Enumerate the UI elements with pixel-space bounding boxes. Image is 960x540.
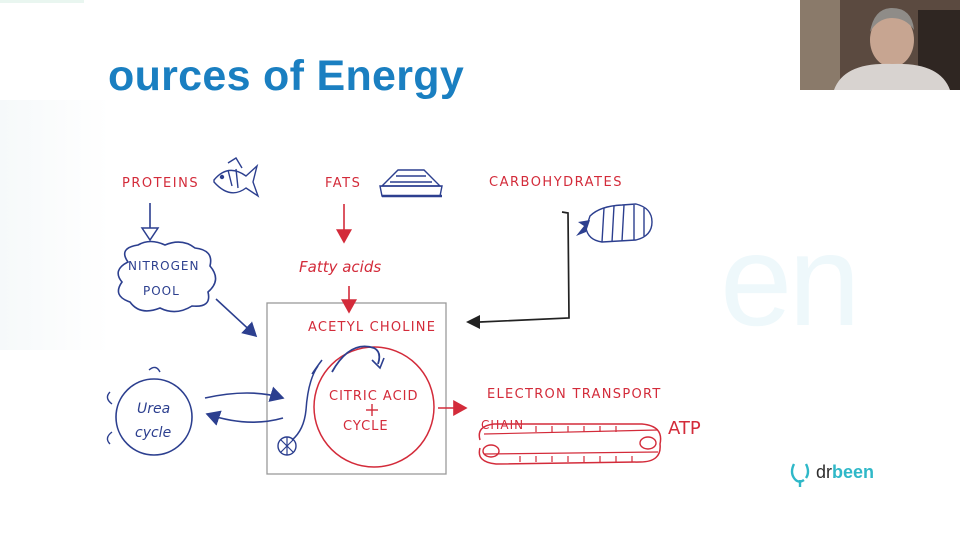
brand-prefix: dr — [816, 462, 832, 482]
label-cycle: CYCLE — [343, 419, 389, 434]
carbs-arrowhead — [466, 315, 480, 329]
citric-acid-cycle-circle — [314, 347, 434, 467]
presenter-webcam — [800, 0, 960, 90]
label-nitrogen: NITROGEN — [128, 259, 200, 273]
fish-icon — [214, 158, 258, 196]
bread-loaf-icon — [576, 204, 652, 242]
nitrogen-to-acetyl-arrow — [216, 299, 256, 336]
nitrogen-pool-cloud — [118, 242, 215, 312]
label-fats: FATS — [325, 176, 361, 191]
label-fatty-acids: Fatty acids — [299, 258, 381, 276]
stethoscope-icon — [788, 458, 814, 488]
urea-cycle-circle — [116, 379, 192, 455]
label-chain: CHAIN — [481, 418, 524, 432]
carbs-arrow-path — [480, 212, 569, 322]
drbeen-logo: drbeen — [788, 458, 908, 490]
label-electron-transport: ELECTRON TRANSPORT — [487, 387, 662, 402]
label-pool: POOL — [143, 284, 180, 298]
urea-to-box-arrow — [205, 393, 283, 398]
label-carbohydrates: CARBOHYDRATES — [489, 175, 623, 190]
label-urea: Urea — [137, 401, 170, 417]
label-urea-cycle: cycle — [135, 425, 171, 441]
presenter-video-frame — [800, 0, 960, 90]
brand-suffix: been — [832, 462, 874, 482]
label-atp: ATP — [668, 418, 701, 439]
label-proteins: PROTEINS — [122, 176, 199, 191]
label-citric: CITRIC ACID — [329, 389, 419, 404]
fat-block-icon — [380, 170, 442, 196]
proteins-arrowhead — [142, 228, 158, 240]
label-acetyl: ACETYL CHOLINE — [308, 320, 436, 335]
box-to-urea-arrow — [207, 414, 283, 422]
